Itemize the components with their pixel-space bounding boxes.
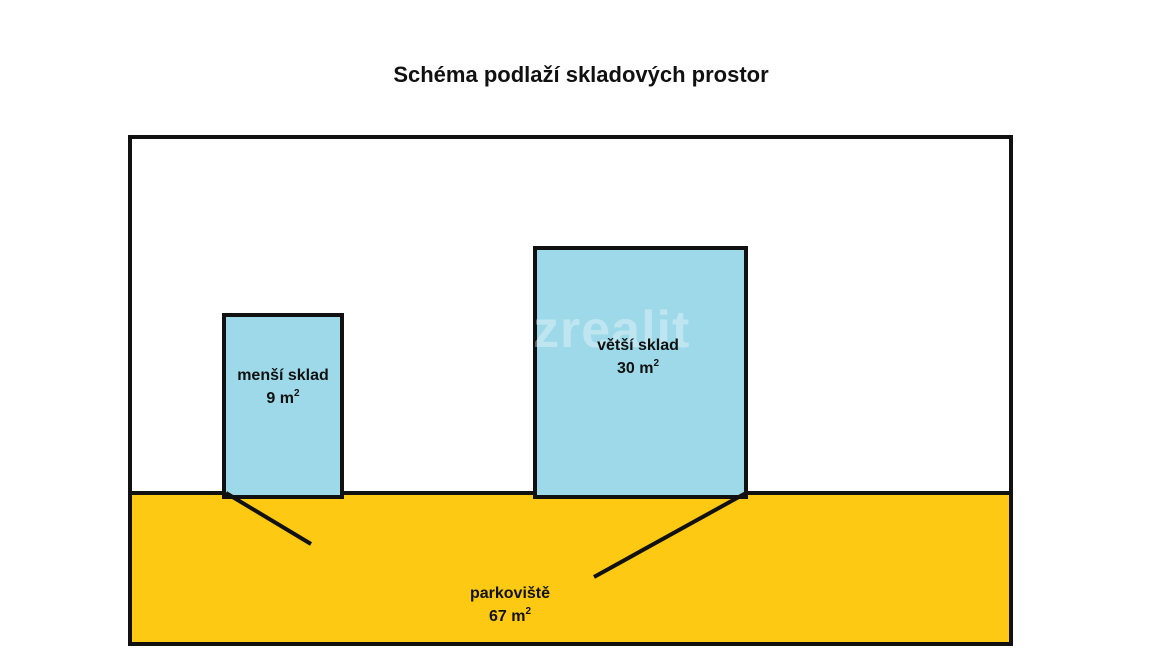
parking-label: parkoviště 67 m2	[440, 582, 580, 628]
parking-area-text: 67 m2	[440, 605, 580, 628]
small-room-area-value: 9 m	[266, 390, 294, 407]
small-room-area-unit-sup: 2	[294, 388, 300, 399]
large-room-label: větší sklad 30 m2	[578, 334, 698, 380]
large-room-area-value: 30 m	[616, 360, 654, 377]
large-room-name: větší sklad	[597, 337, 679, 354]
watermark: zrealit	[533, 301, 691, 359]
small-room-label: menší sklad 9 m2	[222, 364, 344, 410]
large-room-area: 30 m2	[578, 357, 698, 380]
parking-area-value: 67 m	[488, 608, 526, 625]
parking-area-unit-sup: 2	[525, 606, 532, 617]
diagram-title: Schéma podlaží skladových prostor	[393, 62, 769, 87]
small-room-area: 9 m2	[222, 387, 344, 410]
parking-name: parkoviště	[469, 585, 551, 602]
large-storage-room	[533, 246, 748, 499]
small-room-name: menší sklad	[237, 367, 329, 384]
large-room-area-unit-sup: 2	[653, 358, 660, 369]
